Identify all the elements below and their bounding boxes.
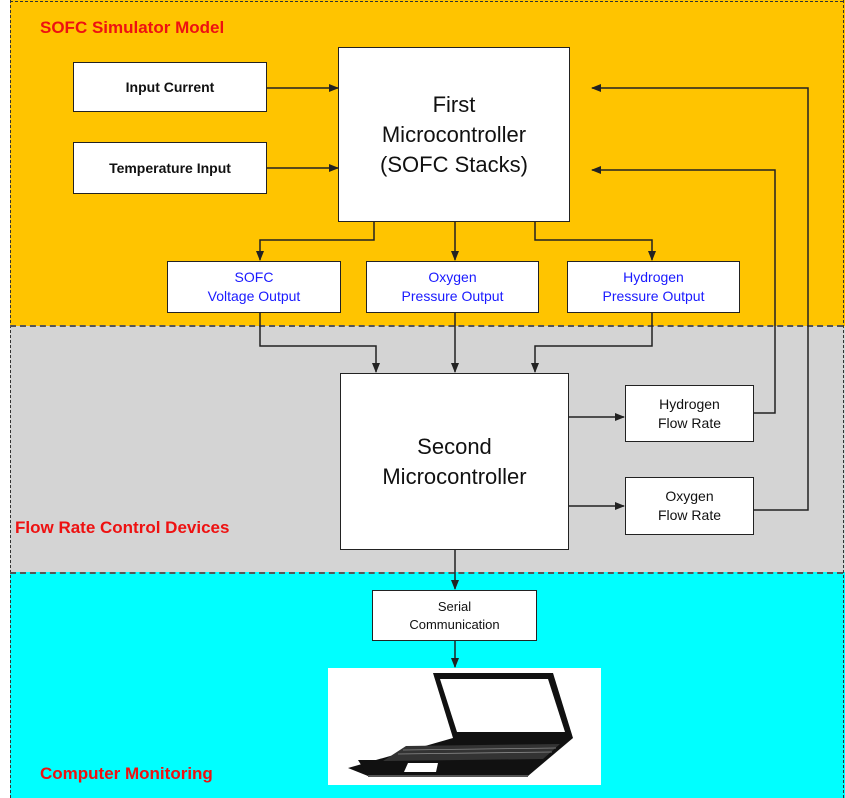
second-mcu-line2: Microcontroller xyxy=(382,463,527,489)
oxygen-pressure-output-box: Oxygen Pressure Output xyxy=(366,261,539,313)
second-mcu-line1: Second xyxy=(417,433,492,459)
serial-line1: Serial xyxy=(437,598,472,614)
hydrogen-flow-line1: Hydrogen xyxy=(659,395,720,412)
feedback-oxygen-flow xyxy=(591,84,809,511)
first-microcontroller-box: First Microcontroller (SOFC Stacks) xyxy=(338,47,570,222)
temperature-input-label: Temperature Input xyxy=(109,160,231,176)
arrow-hydrogen-to-second xyxy=(531,313,653,373)
serial-communication-box: Serial Communication xyxy=(372,590,537,641)
arrow-to-hydrogen-pressure xyxy=(534,222,656,261)
serial-line2: Communication xyxy=(409,616,500,632)
sofc-voltage-line2: Voltage Output xyxy=(207,288,301,304)
first-mcu-line2: Microcontroller xyxy=(381,121,527,147)
simulator-region-label: SOFC Simulator Model xyxy=(40,18,225,37)
arrow-voltage-to-second xyxy=(259,313,380,373)
sofc-voltage-output-box: SOFC Voltage Output xyxy=(167,261,341,313)
sofc-voltage-line1: SOFC xyxy=(234,269,274,285)
outer-border-top xyxy=(10,1,843,2)
temperature-input-box: Temperature Input xyxy=(73,142,267,194)
flow-region-label: Flow Rate Control Devices xyxy=(15,518,230,537)
first-mcu-line1: First xyxy=(432,91,476,117)
hydrogen-pressure-output-box: Hydrogen Pressure Output xyxy=(567,261,740,313)
hydrogen-flow-line2: Flow Rate xyxy=(657,414,722,431)
outer-border-right xyxy=(843,0,844,798)
laptop-icon xyxy=(348,673,573,777)
hydrogen-pressure-line1: Hydrogen xyxy=(623,269,684,285)
region-separator-2 xyxy=(10,572,843,574)
oxygen-flow-line1: Oxygen xyxy=(665,488,714,504)
oxygen-flow-rate-box: Oxygen Flow Rate xyxy=(625,477,754,535)
second-microcontroller-box: Second Microcontroller xyxy=(340,373,569,550)
region-separator-1 xyxy=(10,325,843,327)
oxygen-pressure-line1: Oxygen xyxy=(428,269,477,285)
arrow-to-voltage xyxy=(256,222,375,261)
input-current-box: Input Current xyxy=(73,62,267,112)
oxygen-flow-line2: Flow Rate xyxy=(657,507,722,523)
input-current-label: Input Current xyxy=(125,79,215,95)
oxygen-pressure-line2: Pressure Output xyxy=(401,288,504,304)
hydrogen-flow-rate-box: Hydrogen Flow Rate xyxy=(625,385,754,442)
hydrogen-pressure-line2: Pressure Output xyxy=(602,288,705,304)
monitoring-region-label: Computer Monitoring xyxy=(40,764,213,783)
outer-border-left xyxy=(10,0,11,798)
laptop-panel xyxy=(328,668,601,785)
feedback-hydrogen-flow xyxy=(591,166,776,414)
first-mcu-line3: (SOFC Stacks) xyxy=(380,151,528,177)
